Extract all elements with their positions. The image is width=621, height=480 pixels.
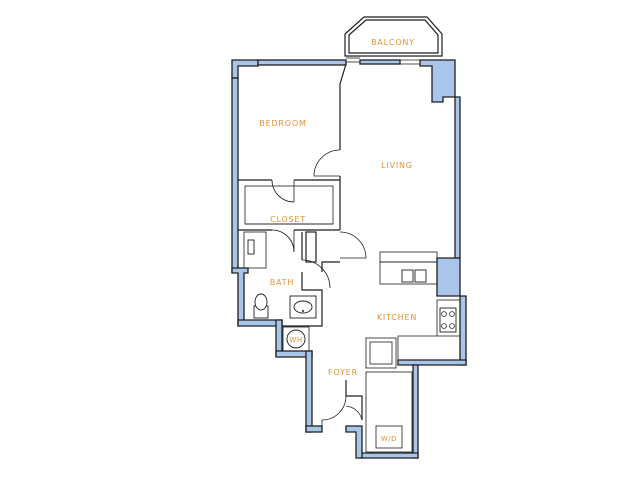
wall-top-right [419, 59, 456, 103]
wall-entry-right [345, 425, 363, 459]
wall-wd-right [412, 364, 419, 459]
wall-bottom-right [397, 359, 467, 366]
wall-left-bedroom [231, 77, 239, 273]
exterior-walls [231, 59, 467, 459]
wall-foyer-left [305, 350, 313, 433]
water-heater-label: WH [289, 336, 302, 344]
wall-top-bedroom [257, 59, 347, 66]
wall-top-left [231, 59, 259, 79]
kitchen-sink [401, 269, 427, 283]
cooktop [439, 307, 457, 333]
bath-sink [289, 295, 317, 319]
washer-dryer-label: W/D [381, 435, 397, 443]
windows [346, 55, 420, 65]
shower-fixture [247, 239, 255, 255]
balcony-label: BALCONY [371, 38, 415, 47]
wall-wd-bottom [359, 452, 419, 459]
foyer-label: FOYER [328, 368, 358, 377]
wall-right-lower [459, 295, 467, 366]
wall-entry-left [305, 425, 323, 433]
water-heater [282, 326, 310, 352]
wall-left-bath [231, 267, 249, 326]
living-label: LIVING [381, 161, 413, 170]
balcony: BALCONY [344, 16, 443, 57]
bedroom-label: BEDROOM [259, 119, 306, 128]
fixtures [247, 239, 457, 352]
wall-top-living [359, 59, 401, 65]
doors [271, 149, 367, 432]
bath-label: BATH [270, 278, 294, 287]
wall-right-upper [454, 96, 461, 259]
toilet-fixture [253, 293, 269, 319]
closet-label: CLOSET [270, 215, 306, 224]
interior-walls [238, 63, 461, 453]
room-labels: BEDROOM LIVING CLOSET BATH KITCHEN FOYER… [259, 119, 417, 443]
kitchen-label: KITCHEN [377, 313, 417, 322]
wall-right-column [436, 257, 461, 297]
